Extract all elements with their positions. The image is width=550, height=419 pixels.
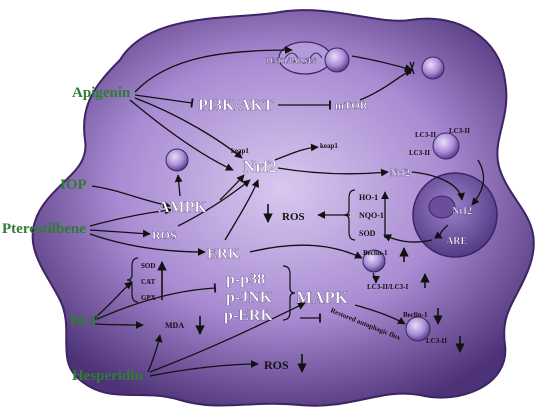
- label-ho1: HO-1: [359, 193, 378, 202]
- label-beclin-bottom: Beclin-1: [403, 311, 428, 319]
- pathway-arrows: [89, 46, 485, 377]
- bracket-genes: [343, 189, 356, 241]
- label-nrf2-nucleus: Nrf2: [452, 206, 472, 217]
- autophagy-symbol: [409, 61, 415, 75]
- label-lc3-ii-a: LC3-II: [415, 131, 436, 139]
- vesicle-ampk: [165, 148, 189, 172]
- arrow-blf-antioxidants: [94, 281, 133, 319]
- arrow-ptero-ampk: [89, 206, 173, 227]
- arrow-flux-lc3: [354, 304, 406, 325]
- label-are: ARE: [446, 236, 467, 247]
- label-lc3-ratio: LC3-II/LC3-I: [367, 283, 409, 291]
- vesicle-lc3-bottom: [405, 316, 431, 342]
- arrow-lc3-nucleus: [471, 159, 485, 206]
- drug-pterostilbene: Pterostilbene: [2, 221, 86, 237]
- arrow-ptero-ros: [89, 229, 151, 238]
- label-p-p38: p-p38: [226, 271, 265, 288]
- label-mda: MDA: [165, 321, 184, 330]
- arrow-hesperidin-mapk: [149, 302, 306, 373]
- label-cat: CAT: [141, 278, 156, 286]
- node-labels: PINK1/PARKIN PI3K/AKT mTOR keap1 keap1 N…: [141, 57, 472, 372]
- label-pi3k-akt: PI3K/AKT: [198, 97, 274, 114]
- label-ros-mid: ROS: [282, 211, 305, 223]
- arrow-ampk-nrf2: [219, 174, 245, 201]
- arrow-pink1-autophagy: [351, 55, 413, 72]
- label-beclin-top: Beclin-1: [363, 249, 388, 257]
- label-mapk: MAPK: [296, 288, 349, 307]
- arrow-are-cycle: [433, 224, 449, 239]
- arrow-beclin-lc3ratio: [372, 272, 380, 284]
- nucleolus: [428, 195, 456, 219]
- drug-labels: Apigenin IOP Pterostilbene BLF Hesperidi…: [2, 85, 143, 384]
- autophagosome-lc3: [432, 132, 460, 160]
- label-ros-bottom: ROS: [264, 358, 289, 372]
- label-lc3-ii-c: LC3-II: [409, 149, 430, 157]
- lysosome-top-right: [421, 56, 445, 80]
- arrow-nrf2-translocate: [277, 167, 389, 177]
- arrow-apigenin-pink1: [134, 46, 293, 93]
- arrow-apigenin-pi3k: [134, 94, 194, 108]
- label-sod-right: SOD: [359, 229, 376, 238]
- label-sod-left: SOD: [141, 262, 155, 270]
- arrow-hesperidin-ros: [149, 360, 259, 377]
- arrow-apigenin-nrf2: [134, 97, 243, 159]
- change-indicators: [157, 204, 465, 373]
- arrow-ptero-erk: [89, 233, 206, 256]
- label-ampk: AMPK: [158, 199, 207, 216]
- arrow-iop-ampk: [91, 185, 171, 209]
- label-mtor: mTOR: [335, 100, 369, 112]
- label-erk: ERK: [207, 246, 240, 262]
- label-pink1-parkin: PINK1/PARKIN: [266, 57, 316, 65]
- bracket-mapk: [282, 265, 296, 321]
- vesicle-beclin: [362, 249, 386, 273]
- label-keap1-top: keap1: [231, 147, 249, 155]
- label-nqo1: NQO-1: [359, 211, 384, 220]
- label-keap1-right: keap1: [320, 142, 338, 150]
- arrow-are-genes: [383, 234, 433, 243]
- brackets: [126, 189, 356, 321]
- drug-apigenin: Apigenin: [72, 85, 131, 101]
- autophagosome-top: [324, 47, 350, 73]
- drug-hesperidin: Hesperidin: [72, 368, 143, 384]
- label-ros-left: ROS: [152, 228, 177, 242]
- arrow-erk-beclin: [249, 244, 363, 259]
- label-lc3-ii-b: LC3-II: [449, 127, 470, 135]
- bracket-antioxidants: [126, 257, 139, 303]
- arrow-blf-mda: [94, 321, 144, 329]
- label-gpx: GPX: [141, 294, 156, 302]
- label-nrf2-right: Nrf2: [390, 168, 410, 179]
- arrow-hesperidin-mda: [147, 334, 163, 373]
- label-nrf2-main: Nrf2: [243, 157, 277, 176]
- drug-iop: IOP: [60, 177, 87, 193]
- label-lc3-ii-bottom: LC3-II: [426, 337, 447, 345]
- arrow-nrf2-nucleus: [411, 171, 465, 201]
- label-p-jnk: p-JNK: [226, 289, 273, 306]
- drug-blf: BLF: [70, 313, 99, 329]
- arrow-ros-nrf2: [177, 179, 251, 227]
- cell-body: [31, 9, 535, 407]
- arrow-nrf2-keap1: [274, 143, 319, 161]
- label-p-erk: p-ERK: [224, 307, 273, 324]
- arrow-erk-nrf2: [224, 179, 260, 241]
- arrow-apigenin-ampk: [129, 99, 234, 171]
- arrow-blf-pp38: [94, 283, 217, 321]
- arrow-ampk-vesicle: [174, 174, 183, 197]
